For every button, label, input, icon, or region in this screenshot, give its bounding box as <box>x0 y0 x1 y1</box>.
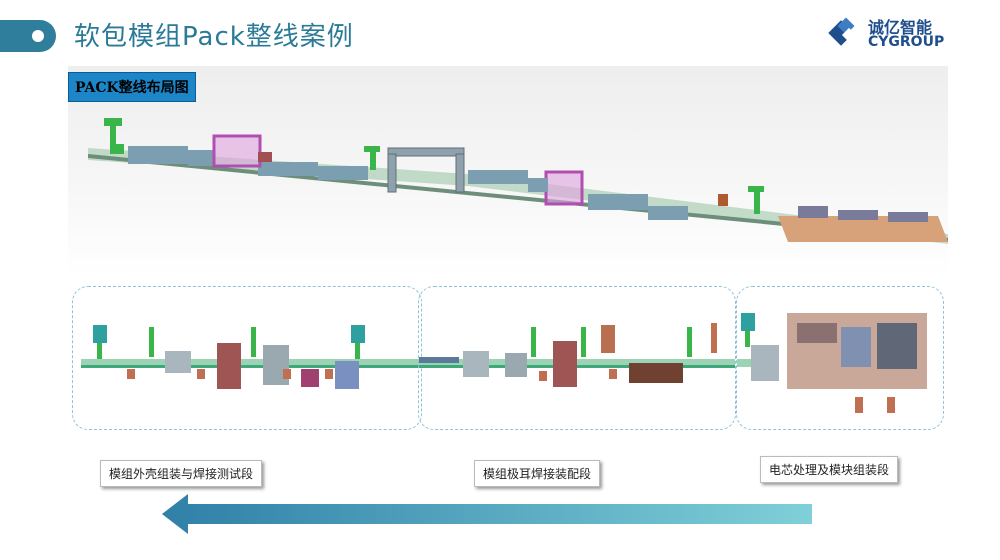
flow-direction-arrow-icon <box>162 494 812 534</box>
caption-section-2: 模组极耳焊接装配段 <box>474 460 601 487</box>
layout-title-label: PACK整线布局图 <box>68 72 196 102</box>
logo-mark-icon <box>828 17 857 46</box>
section-cell-processing <box>736 286 944 430</box>
section-housing-assembly <box>72 286 422 430</box>
section-tab-welding <box>418 286 736 430</box>
logo-name-en: CYGROUP <box>868 34 945 50</box>
page-title: 软包模组Pack整线案例 <box>74 22 354 52</box>
plan-view-section-2 <box>419 323 735 387</box>
company-logo: 诚亿智能 CYGROUP <box>828 14 978 54</box>
caption-section-3: 电芯处理及模块组装段 <box>760 456 899 483</box>
caption-section-1: 模组外壳组装与焊接测试段 <box>100 460 263 487</box>
production-line-3d-render <box>88 118 948 244</box>
header-accent-pill <box>0 20 56 52</box>
plan-view-section-1 <box>81 325 421 389</box>
plan-view-section-3 <box>737 313 927 413</box>
header-dot-icon <box>32 30 44 42</box>
logo-name-cn: 诚亿智能 <box>868 18 933 37</box>
